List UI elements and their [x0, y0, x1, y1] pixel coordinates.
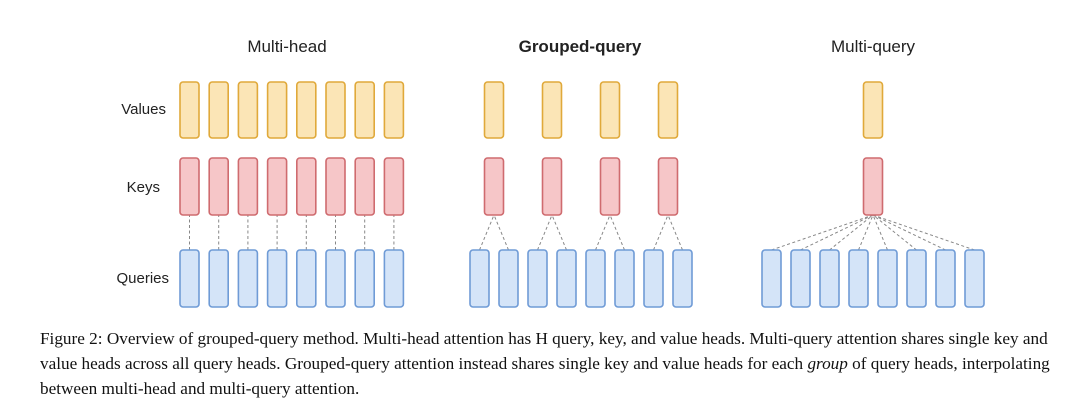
multi-query-query-head	[761, 249, 782, 308]
grouped-query-connector	[551, 214, 567, 251]
multi-query-key-head	[862, 157, 884, 216]
multi-query-connector	[771, 214, 874, 251]
multi-query-query-head	[935, 249, 956, 308]
grouped-query-key-head	[599, 157, 621, 216]
multi-head-value-head	[179, 81, 200, 139]
row-label-values: Values	[121, 101, 166, 118]
grouped-query-key-head	[541, 157, 563, 216]
grouped-query-query-head	[614, 249, 635, 308]
grouped-query-connector	[595, 214, 611, 251]
multi-query-query-head	[877, 249, 898, 308]
multi-head-query-head	[179, 249, 200, 308]
panel-title-multi-head: Multi-head	[247, 37, 326, 56]
multi-query-connector	[872, 214, 975, 251]
grouped-query-connector	[653, 214, 669, 251]
caption-emphasis: group	[807, 354, 848, 373]
multi-head-value-head	[383, 81, 405, 139]
multi-head-value-head	[266, 81, 288, 139]
multi-head-query-head	[266, 249, 288, 308]
multi-head-key-head	[266, 157, 288, 216]
multi-head-key-head	[354, 157, 376, 216]
row-label-keys: Keys	[127, 179, 160, 196]
multi-query-query-head	[964, 249, 985, 308]
multi-query-query-head	[790, 249, 811, 308]
figure-caption: Figure 2: Overview of grouped-query meth…	[40, 326, 1050, 401]
grouped-query-value-head	[599, 81, 621, 139]
multi-head-query-head	[237, 249, 259, 308]
multi-head-key-head	[208, 157, 229, 216]
multi-head-value-head	[295, 81, 317, 139]
multi-query-value-head	[862, 81, 884, 139]
multi-query-connector	[800, 214, 874, 251]
multi-query-query-head	[819, 249, 840, 308]
grouped-query-key-head	[657, 157, 679, 216]
multi-head-key-head	[295, 157, 317, 216]
multi-head-value-head	[237, 81, 259, 139]
grouped-query-query-head	[672, 249, 693, 308]
caption-text-end: of query heads, interpolating between mu…	[40, 354, 1050, 398]
grouped-query-key-head	[483, 157, 505, 216]
multi-query-connector	[872, 214, 917, 251]
multi-query-connector	[872, 214, 888, 251]
grouped-query-connector	[493, 214, 509, 251]
multi-head-key-head	[179, 157, 200, 216]
multi-query-connector	[829, 214, 874, 251]
multi-query-query-head	[848, 249, 869, 308]
multi-head-value-head	[354, 81, 376, 139]
multi-head-value-head	[208, 81, 229, 139]
grouped-query-connector	[537, 214, 553, 251]
multi-head-key-head	[325, 157, 346, 216]
grouped-query-query-head	[498, 249, 519, 308]
multi-query-connector	[858, 214, 874, 251]
multi-head-query-head	[383, 249, 405, 308]
multi-head-value-head	[325, 81, 346, 139]
multi-head-key-head	[383, 157, 405, 216]
grouped-query-query-head	[527, 249, 548, 308]
multi-head-query-head	[208, 249, 229, 308]
grouped-query-value-head	[541, 81, 563, 139]
grouped-query-connector	[667, 214, 683, 251]
panel-title-multi-query: Multi-query	[831, 37, 916, 56]
multi-head-query-head	[295, 249, 317, 308]
grouped-query-connector	[479, 214, 495, 251]
heads	[179, 81, 985, 308]
grouped-query-connector	[609, 214, 625, 251]
grouped-query-value-head	[483, 81, 505, 139]
multi-head-query-head	[325, 249, 346, 308]
grouped-query-value-head	[657, 81, 679, 139]
grouped-query-query-head	[556, 249, 577, 308]
connectors	[189, 214, 975, 251]
grouped-query-query-head	[643, 249, 664, 308]
grouped-query-query-head	[585, 249, 606, 308]
panel-title-grouped-query: Grouped-query	[519, 37, 642, 56]
multi-query-connector	[872, 214, 946, 251]
grouped-query-query-head	[469, 249, 490, 308]
multi-head-key-head	[237, 157, 259, 216]
row-label-queries: Queries	[116, 270, 169, 287]
multi-head-query-head	[354, 249, 376, 308]
multi-query-query-head	[906, 249, 927, 308]
caption-text: Figure 2: Overview of grouped-query meth…	[40, 329, 1048, 373]
